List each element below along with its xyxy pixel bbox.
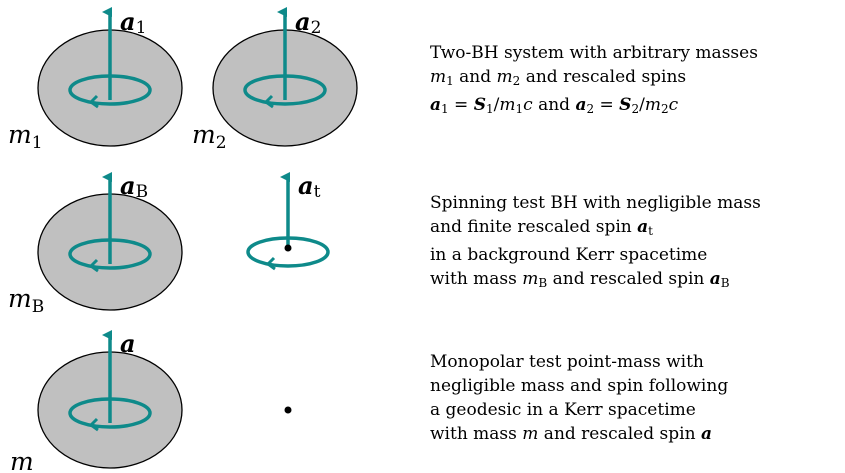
desc-line: Two-BH system with arbitrary masses (430, 43, 758, 63)
desc-line: negligible mass and spin following (430, 376, 729, 396)
vec-label-at: at (298, 171, 321, 202)
desc-line: and finite rescaled spin at (430, 217, 653, 238)
description-test-bh: Spinning test BH with negligible mass an… (430, 191, 840, 295)
desc-line: with mass mB and rescaled spin aB (430, 269, 730, 290)
point-mass (284, 406, 292, 414)
mass-label-m2: m2 (192, 120, 227, 153)
vec-label-a1: a1 (120, 7, 146, 38)
desc-line: Monopolar test point-mass with (430, 352, 704, 372)
vec-label-a2: a2 (295, 7, 321, 38)
vec-label-aB: aB (120, 171, 148, 202)
mass-label-m: m (10, 447, 34, 473)
desc-line: a1 = S1/m1c and a2 = S2/m2c (430, 95, 679, 116)
mass-label-m1: m1 (8, 120, 43, 153)
desc-line: in a background Kerr spacetime (430, 245, 708, 265)
desc-line: m1 and m2 and rescaled spins (430, 67, 687, 88)
mass-label-mB: mB (8, 284, 44, 317)
description-two-bh: Two-BH system with arbitrary masses m1 a… (430, 41, 840, 121)
vec-label-a: a (120, 329, 136, 358)
test-body-point (284, 244, 292, 252)
description-point-mass: Monopolar test point-mass with negligibl… (430, 350, 840, 446)
desc-line: with mass m and rescaled spin a (430, 424, 712, 444)
desc-line: a geodesic in a Kerr spacetime (430, 400, 696, 420)
desc-line: Spinning test BH with negligible mass (430, 193, 761, 213)
